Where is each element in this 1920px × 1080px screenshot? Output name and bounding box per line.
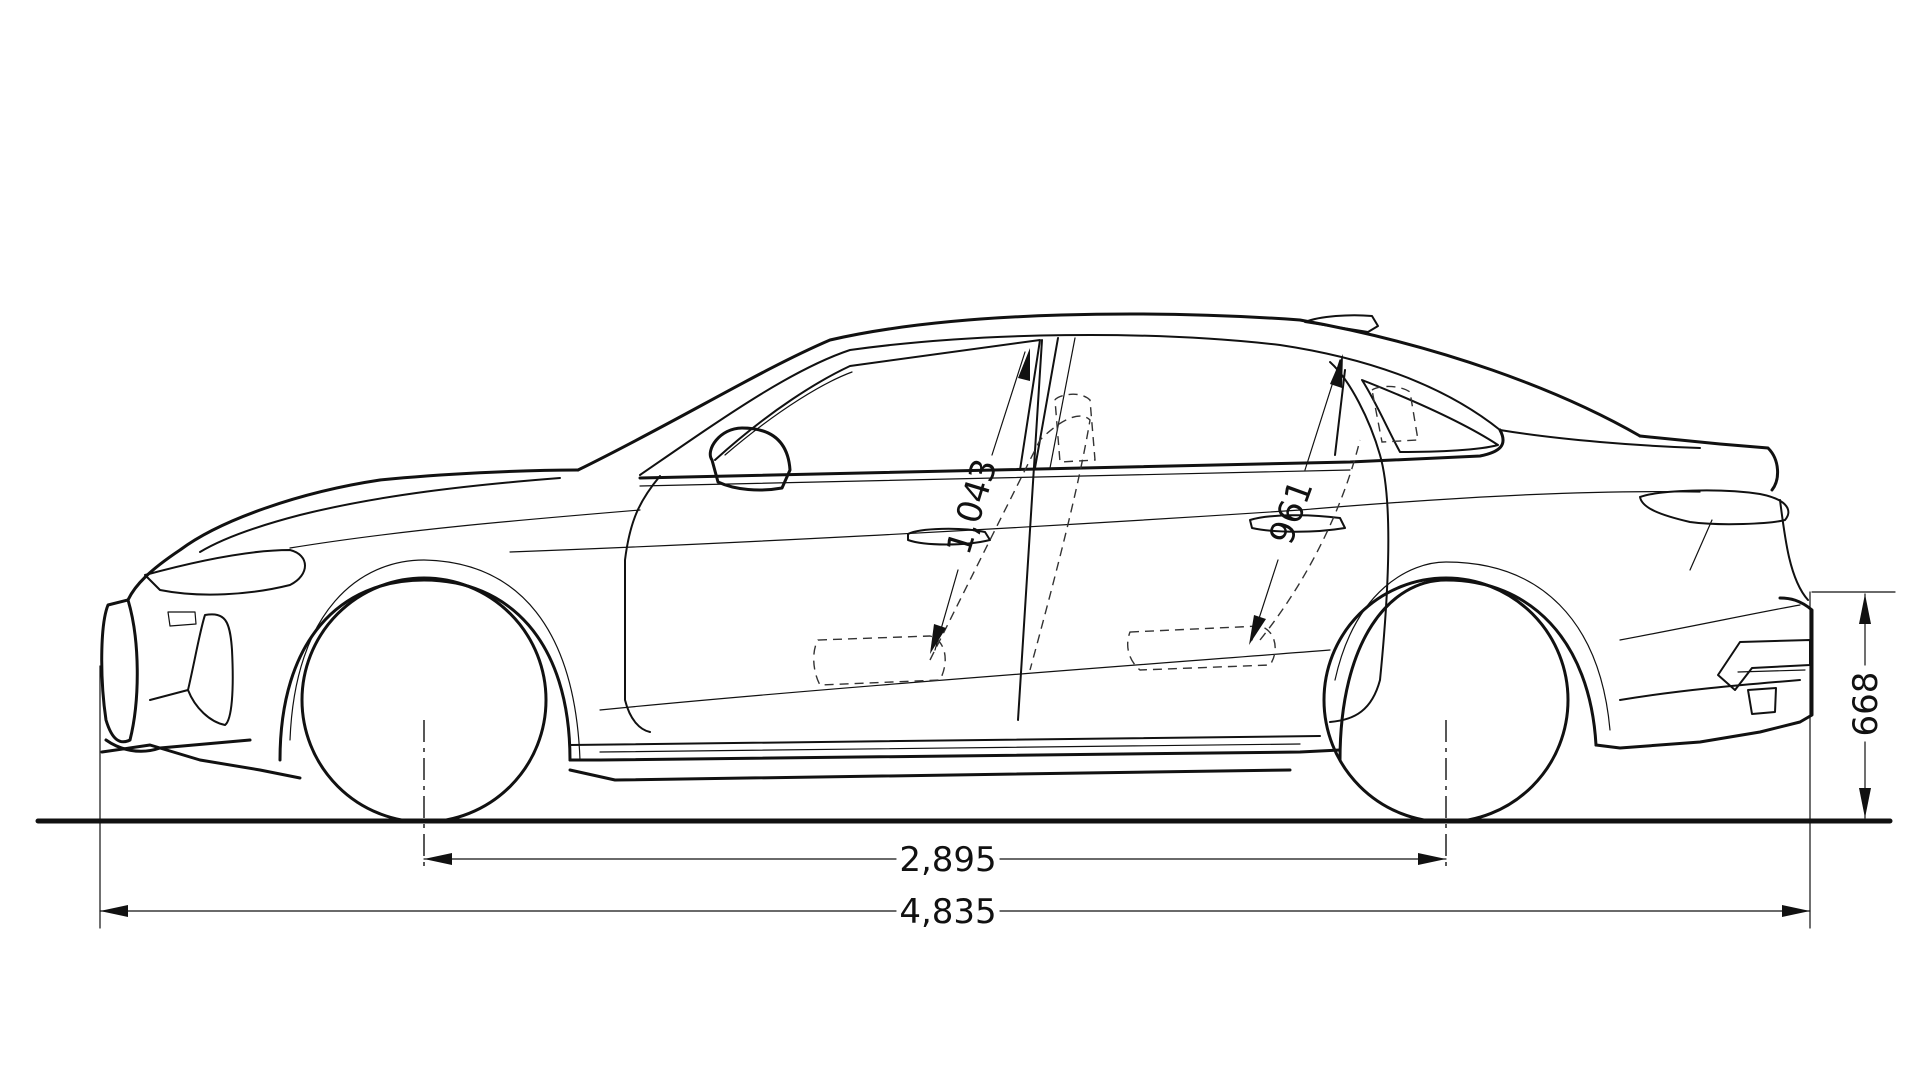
rear-wheel xyxy=(1322,576,1570,870)
rear-height-dimension: 668 xyxy=(1846,593,1886,819)
car-body-outline xyxy=(100,312,1814,782)
wheelbase-dimension: 2,895 xyxy=(423,840,1447,880)
rear-headroom-dimension: 961 xyxy=(1249,354,1343,645)
overall-length-dimension: 4,835 xyxy=(99,892,1811,932)
rear-headroom-label: 961 xyxy=(1262,475,1322,550)
front-headroom-dimension: 1,043 xyxy=(930,348,1030,654)
front-wheel xyxy=(300,576,548,870)
overall-length-label: 4,835 xyxy=(899,892,996,932)
rear-height-label: 668 xyxy=(1846,672,1886,737)
wheelbase-label: 2,895 xyxy=(899,840,996,880)
